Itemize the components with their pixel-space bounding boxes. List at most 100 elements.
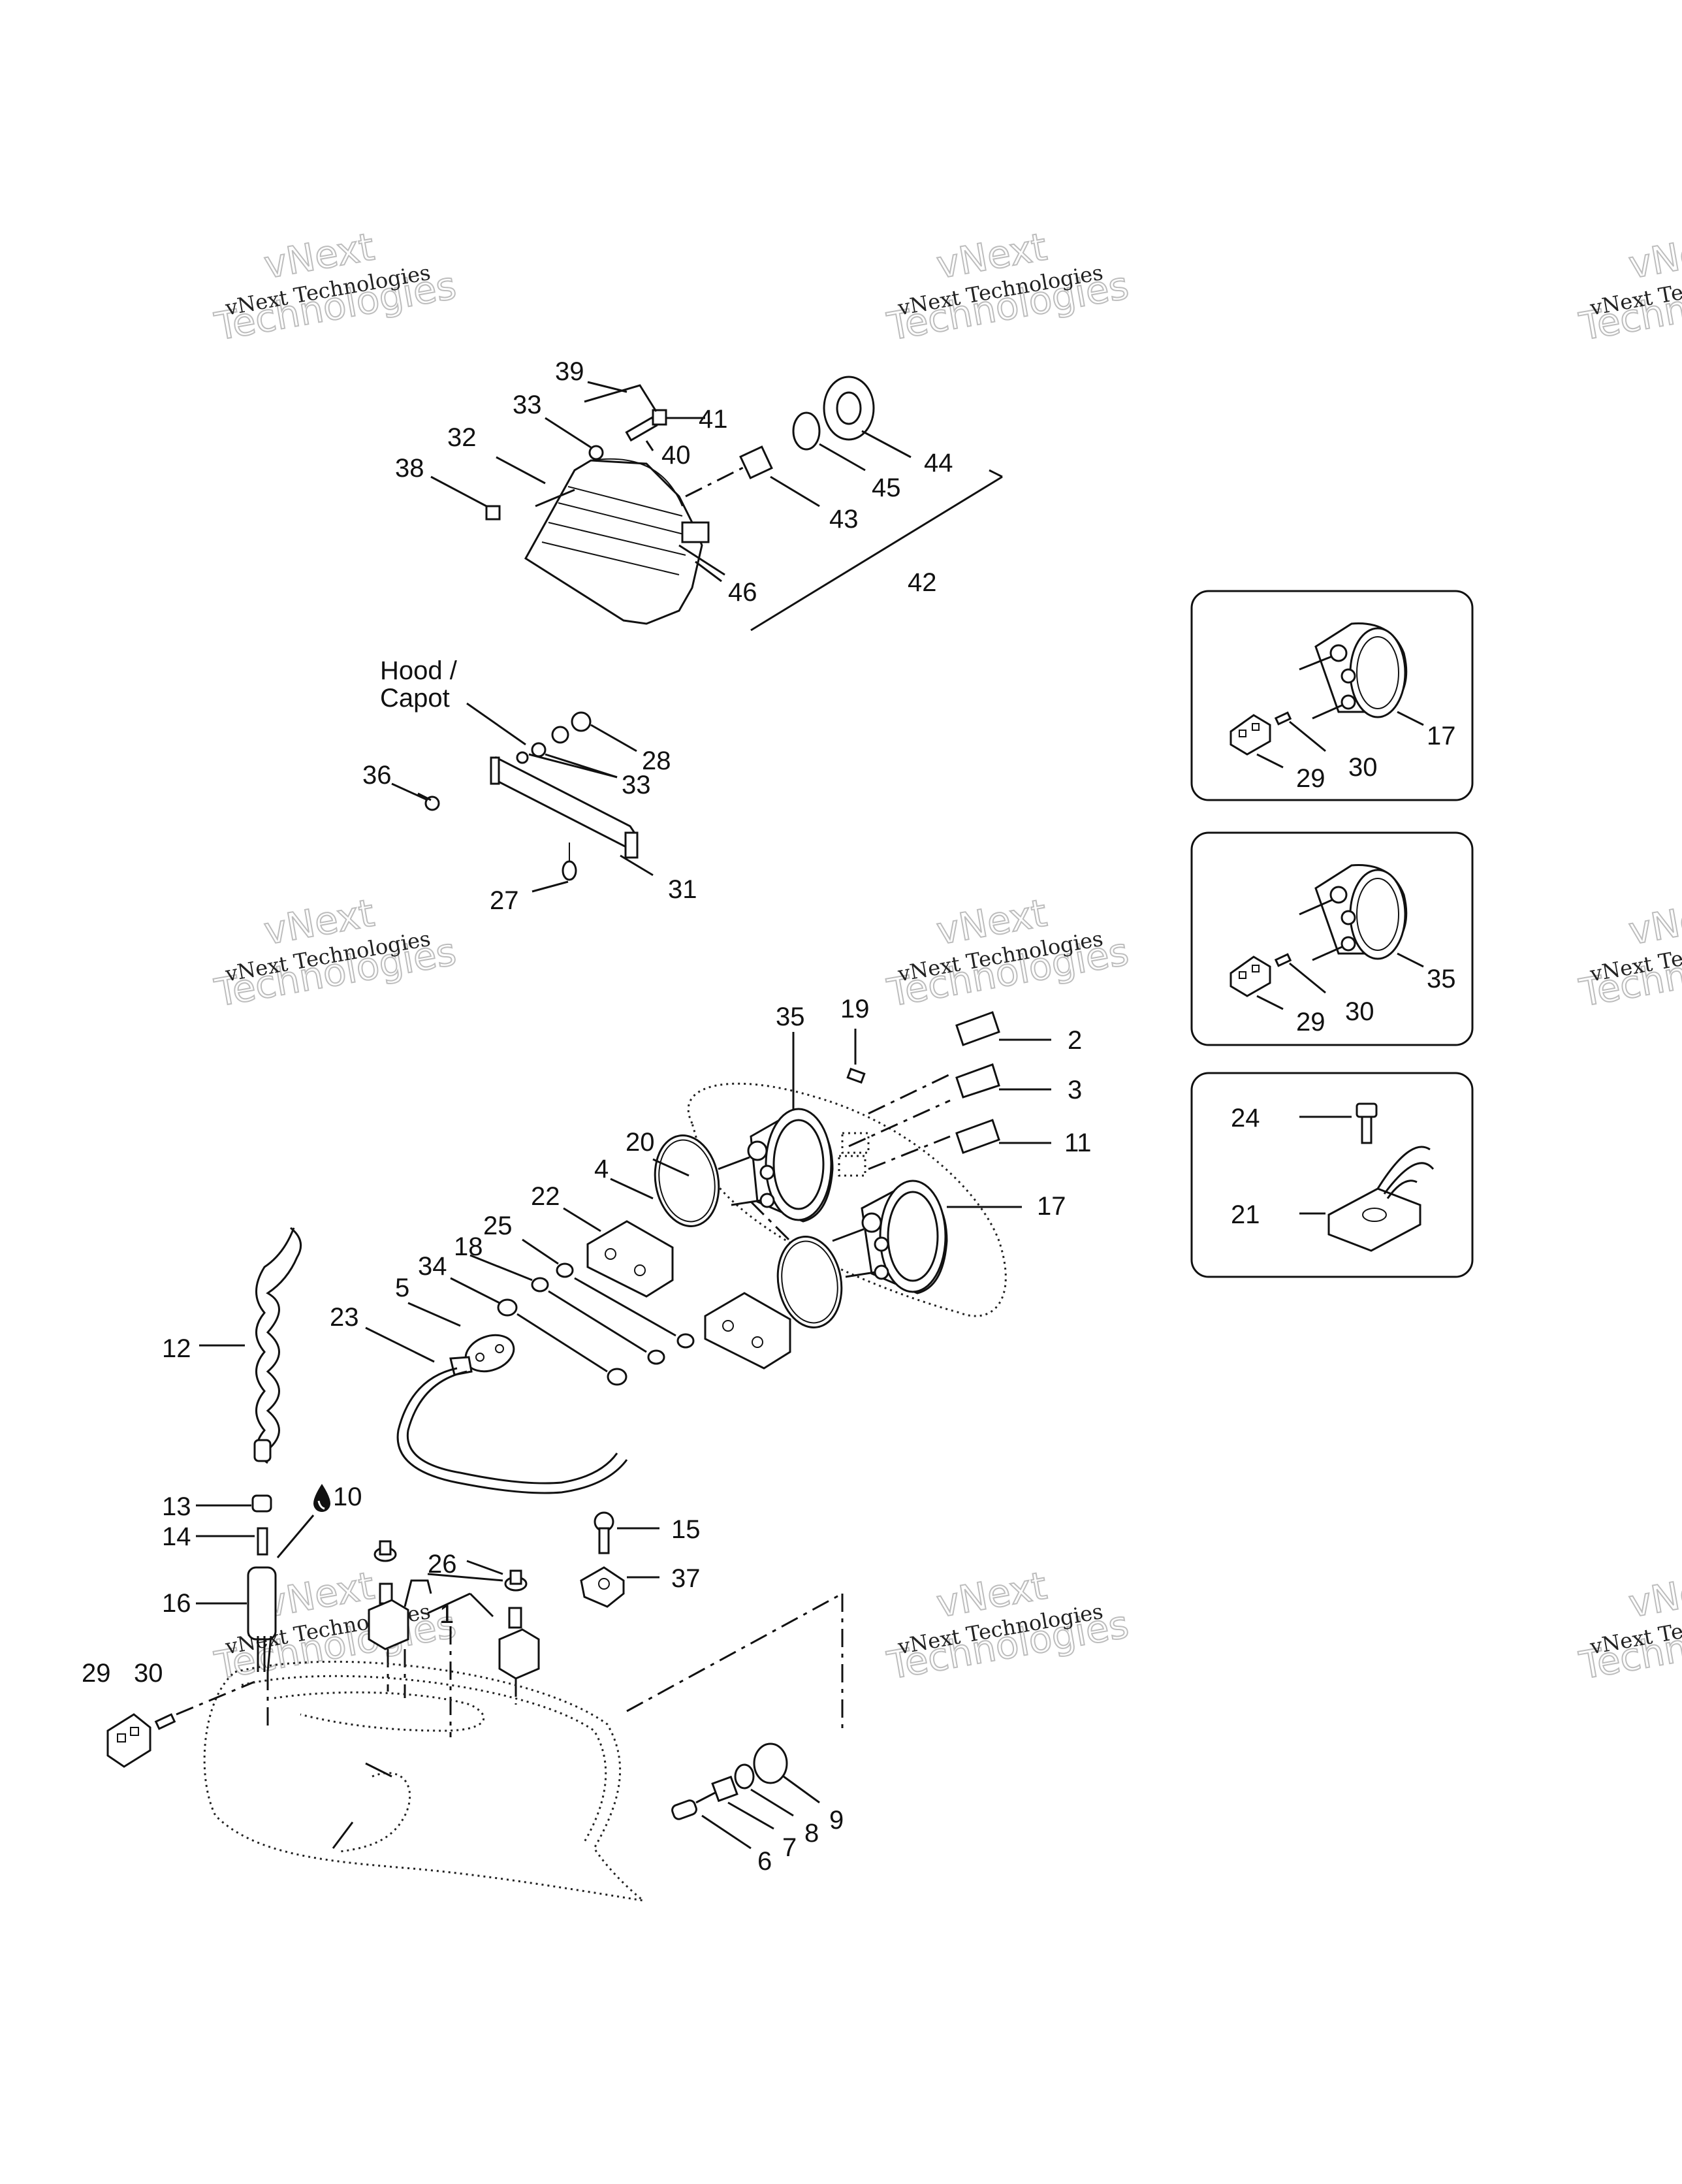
inset-speedo-35: 35 xyxy=(1427,965,1456,993)
callout-15: 15 xyxy=(671,1515,701,1544)
callout-40: 40 xyxy=(661,441,691,470)
callout-23: 23 xyxy=(330,1303,359,1332)
clip xyxy=(580,1566,625,1608)
callout-34: 34 xyxy=(418,1252,447,1281)
hull-outline xyxy=(203,1660,647,1903)
coil-cord xyxy=(255,1227,295,1464)
speed-sensor xyxy=(396,1334,628,1494)
gauge-cluster xyxy=(365,1011,1051,1386)
callout-22: 22 xyxy=(531,1182,560,1211)
rubber-bumper xyxy=(562,860,577,881)
callout-31: 31 xyxy=(668,875,697,904)
connector-3 xyxy=(955,1063,1000,1099)
callout-3: 3 xyxy=(1068,1076,1082,1104)
connector-29-30 xyxy=(106,1680,255,1768)
console-outline xyxy=(687,1082,1007,1317)
switch-a xyxy=(368,1599,409,1650)
speedometer xyxy=(718,1108,834,1223)
callout-8: 8 xyxy=(804,1819,819,1848)
callout-38: 38 xyxy=(395,454,424,483)
callout-10: 10 xyxy=(333,1483,362,1511)
callout-4: 4 xyxy=(594,1155,609,1183)
switch-b xyxy=(498,1628,540,1680)
lock-nut xyxy=(251,1494,272,1513)
svg-text:vNext: vNext xyxy=(1625,891,1682,954)
retaining-ring xyxy=(792,411,821,451)
callout-17: 17 xyxy=(1037,1192,1066,1221)
fasteners-15-37 xyxy=(580,1511,659,1608)
watermark: vNext Technologies vNext Technologies vN… xyxy=(211,224,1682,1689)
callout-35: 35 xyxy=(776,1003,805,1031)
watermark-5: vNext Technologies vNext Technologies xyxy=(883,890,1133,1016)
callout-33-mid: 33 xyxy=(622,771,651,799)
watermark-1: vNext Technologies vNext Technologies xyxy=(211,224,460,350)
callout-42: 42 xyxy=(908,568,937,597)
watermark-4: vNext Technologies vNext Technologies xyxy=(211,890,460,1016)
inset-tach-17: 17 xyxy=(1427,722,1456,750)
watermark-7: vNext Technologies vNext Technologies xyxy=(211,1563,460,1689)
hood-label-line1: Hood / xyxy=(380,656,458,685)
callout-36: 36 xyxy=(362,761,392,790)
callout-9: 9 xyxy=(829,1806,844,1835)
inset-speedo-29: 29 xyxy=(1296,1008,1325,1036)
retaining-ring-b xyxy=(776,1236,843,1328)
callout-18: 18 xyxy=(454,1232,483,1261)
callout-25: 25 xyxy=(483,1212,513,1240)
hood-bracket-assembly xyxy=(391,702,654,893)
callout-27: 27 xyxy=(490,886,519,915)
watermark-8: vNext Technologies vNext Technologies xyxy=(883,1563,1133,1689)
headlight-assembly xyxy=(430,376,1003,632)
voltage-regulator xyxy=(1327,1187,1421,1252)
inset-speedo-30: 30 xyxy=(1345,997,1374,1026)
callout-12: 12 xyxy=(162,1334,191,1363)
callout-20: 20 xyxy=(626,1128,655,1157)
callout-28: 28 xyxy=(642,747,671,775)
callout-37: 37 xyxy=(671,1564,701,1593)
callout-33-top: 33 xyxy=(513,391,542,419)
bulb xyxy=(739,445,773,479)
oil-drop-icon xyxy=(313,1484,330,1512)
inset-tachometer xyxy=(1190,590,1474,801)
callout-19: 19 xyxy=(840,995,870,1023)
tether-cap xyxy=(253,1439,272,1462)
inset-reg-21: 21 xyxy=(1231,1200,1260,1229)
gauge-bracket-b xyxy=(704,1292,791,1370)
callout-45: 45 xyxy=(872,474,901,502)
callout-46: 46 xyxy=(728,578,757,607)
light-socket xyxy=(846,1067,866,1084)
callout-2: 2 xyxy=(1068,1026,1082,1055)
callout-44: 44 xyxy=(924,449,953,477)
callout-32: 32 xyxy=(447,423,477,452)
watermark-2: vNext Technologies vNext Technologies xyxy=(883,224,1133,350)
callout-29: 29 xyxy=(82,1659,111,1688)
callout-41: 41 xyxy=(699,405,728,434)
callout-39: 39 xyxy=(555,357,584,386)
callout-30: 30 xyxy=(134,1659,163,1688)
connector-housing xyxy=(106,1713,151,1768)
callout-7: 7 xyxy=(782,1833,797,1862)
callout-26: 26 xyxy=(428,1550,457,1579)
callout-13: 13 xyxy=(162,1492,191,1521)
gauge-bracket-a xyxy=(586,1220,674,1298)
callout-labels: 39 33 41 32 40 44 38 45 43 42 46 Hood / … xyxy=(82,357,1456,1876)
inset-tach-30: 30 xyxy=(1348,753,1378,782)
watermark-6: vNext Technologies vNext Technologies xyxy=(1576,890,1682,1016)
inset-regulator xyxy=(1190,1072,1474,1278)
callout-1: 1 xyxy=(439,1600,454,1629)
terminal xyxy=(154,1713,176,1730)
connector-11 xyxy=(955,1119,1000,1154)
tachometer xyxy=(832,1180,948,1294)
callout-6: 6 xyxy=(757,1847,772,1876)
support-bracket xyxy=(492,756,638,851)
headlight-housing xyxy=(524,459,703,625)
watermark-9: vNext Technologies vNext Technologies xyxy=(1576,1563,1682,1689)
switch-assembly xyxy=(266,1540,540,1737)
svg-text:vNext: vNext xyxy=(1625,225,1682,287)
retaining-ring-a xyxy=(654,1134,720,1227)
ignition-key-assembly xyxy=(196,1227,330,1673)
inset-reg-24: 24 xyxy=(1231,1104,1260,1132)
callout-5: 5 xyxy=(395,1274,409,1302)
connector-2 xyxy=(955,1011,1000,1046)
inset-tach-29: 29 xyxy=(1296,764,1325,793)
